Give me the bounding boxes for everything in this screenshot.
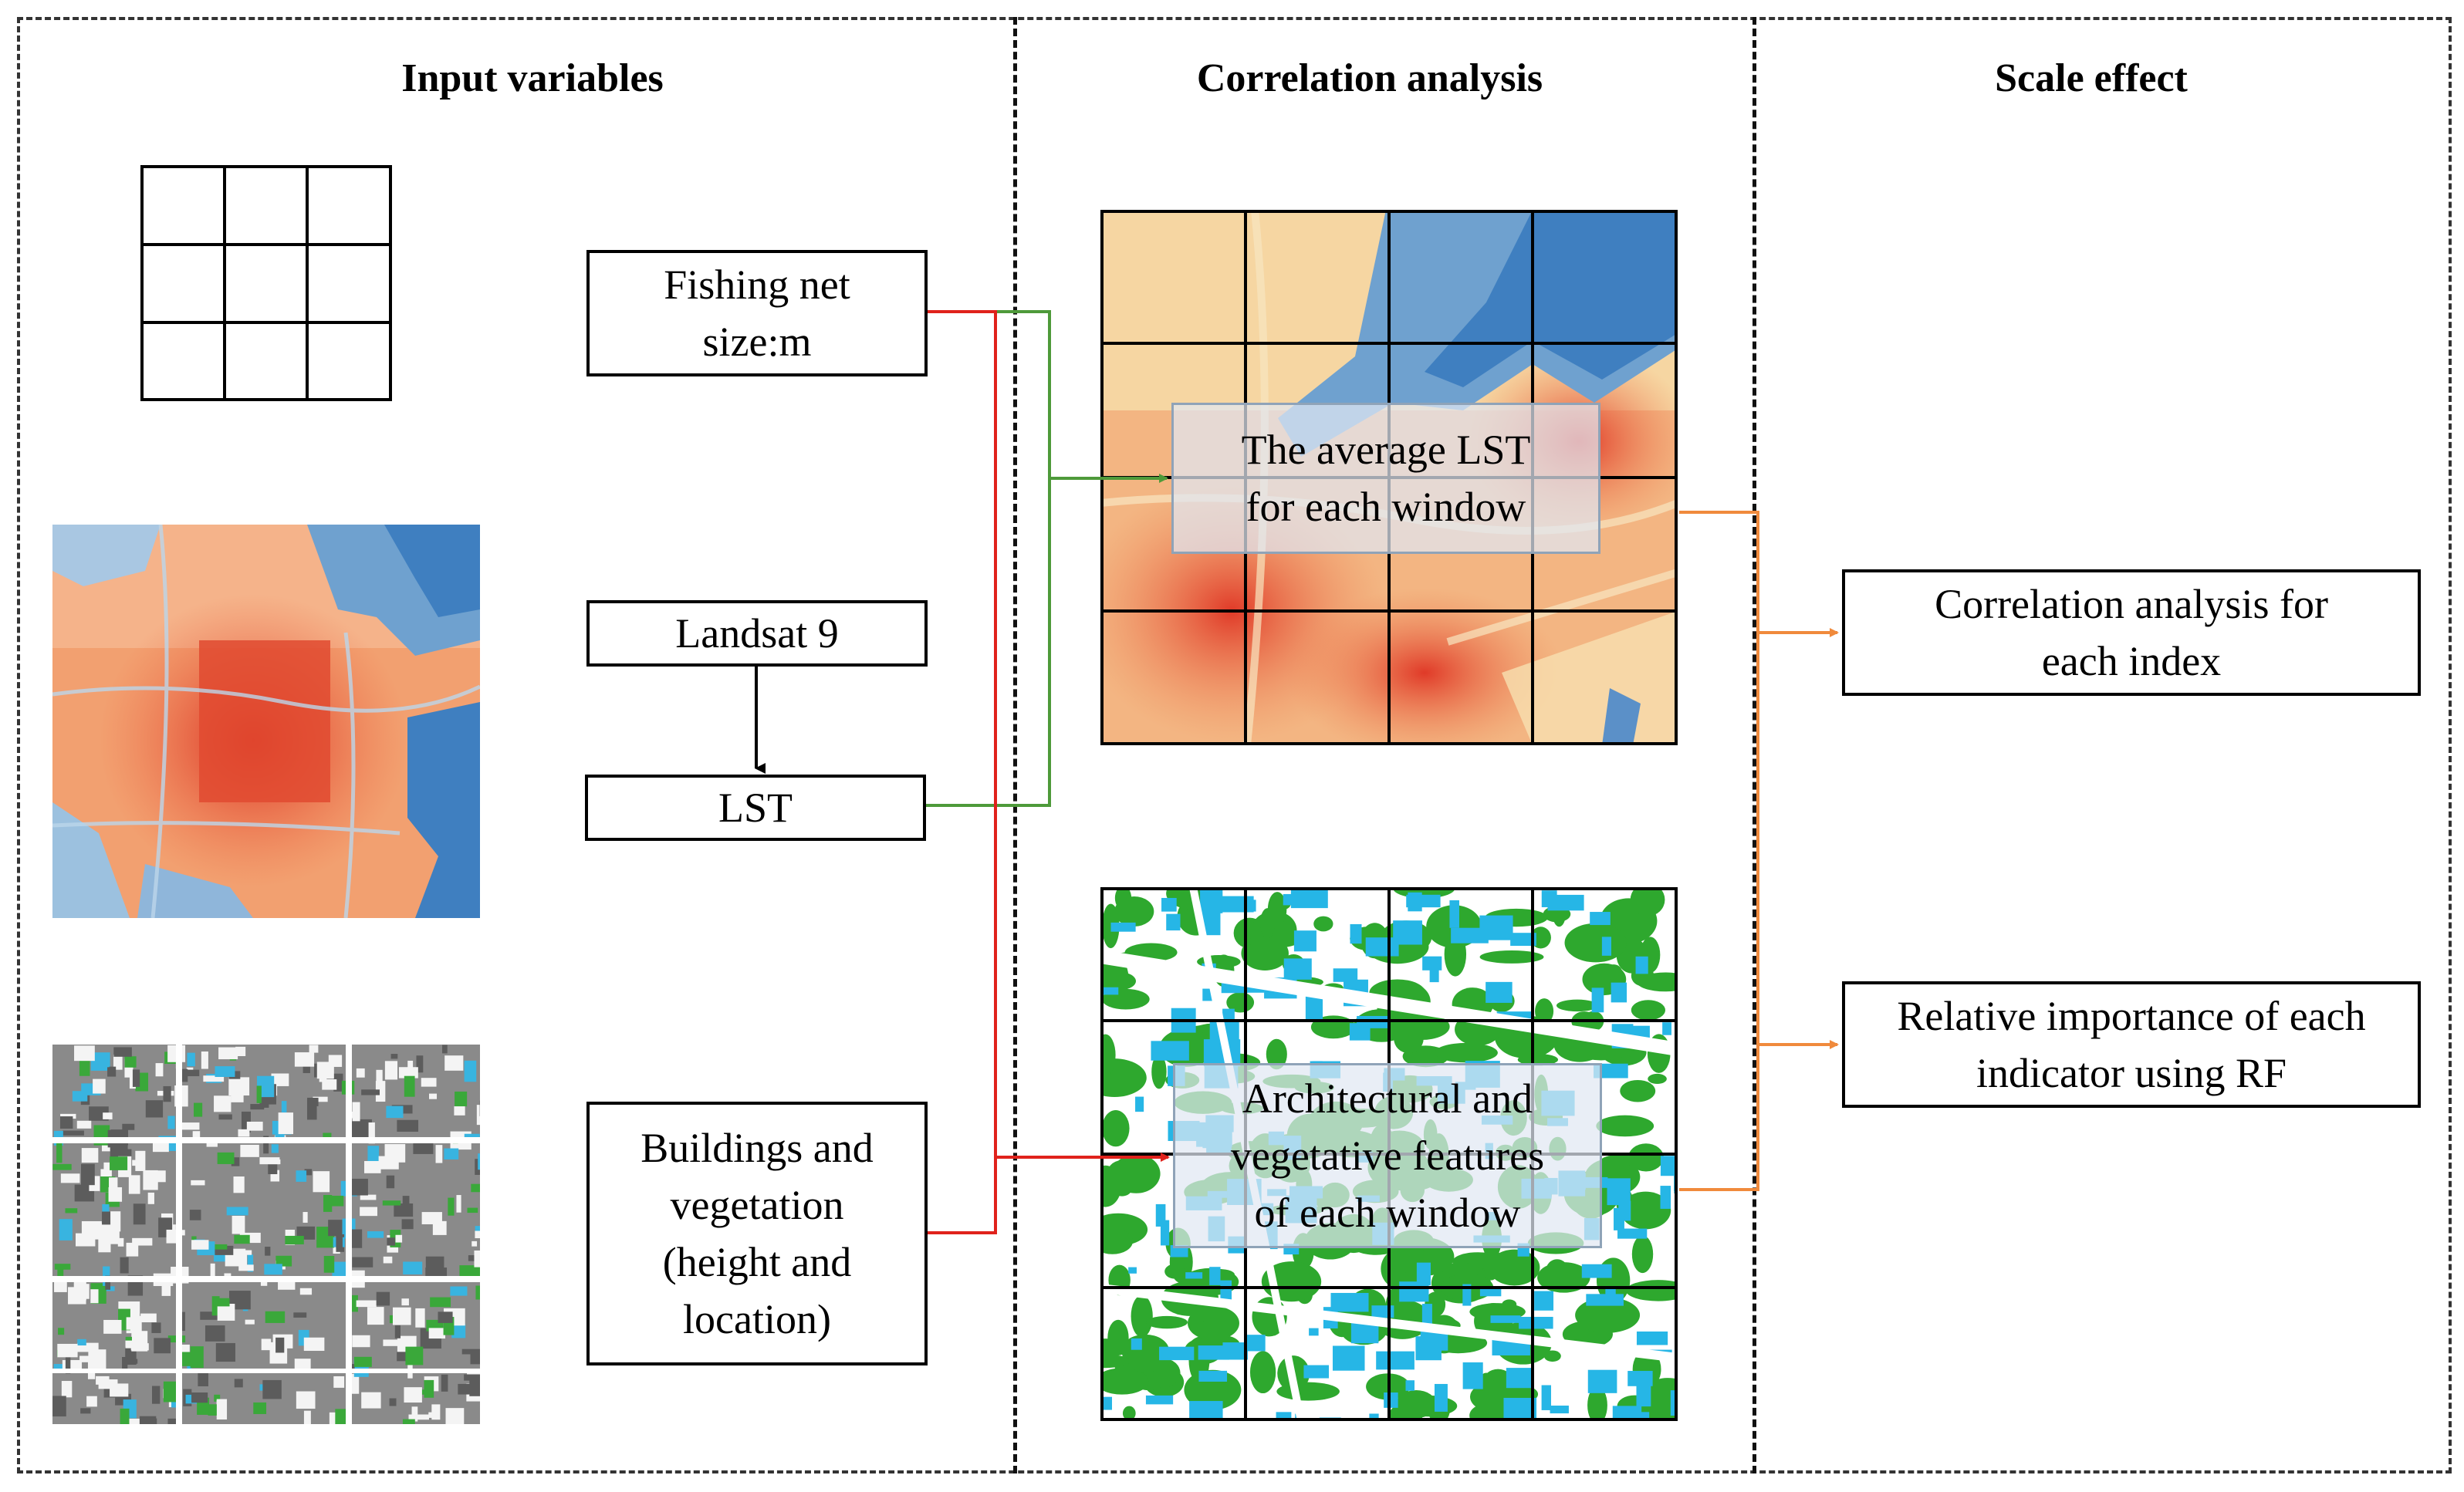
section-divider-1 xyxy=(1013,17,1017,1473)
relative-importance-rf-box: Relative importance of each indicator us… xyxy=(1842,981,2421,1108)
average-lst-window-label: The average LST for each window xyxy=(1171,403,1600,554)
outer-frame xyxy=(17,17,2452,1473)
fishing-net-size-box: Fishing net size:m xyxy=(586,250,928,376)
input-variables-heading: Input variables xyxy=(401,56,664,100)
building-vegetation-map xyxy=(52,1045,480,1424)
correlation-analysis-heading: Correlation analysis xyxy=(1196,56,1543,100)
lst-heat-map xyxy=(52,525,480,918)
orange-connector xyxy=(1679,511,1759,1191)
green-connector xyxy=(926,310,1051,807)
fishing-net-grid-icon xyxy=(140,165,392,401)
lst-box: LST xyxy=(585,775,926,841)
section-divider-2 xyxy=(1753,17,1756,1473)
architectural-vegetative-window-label: Architectural and vegetative features of… xyxy=(1173,1063,1602,1248)
landsat-9-box: Landsat 9 xyxy=(586,600,928,667)
red-connector xyxy=(928,310,997,1234)
scale-effect-heading: Scale effect xyxy=(1995,56,2188,100)
correlation-analysis-index-box: Correlation analysis for each index xyxy=(1842,569,2421,696)
buildings-vegetation-box: Buildings and vegetation (height and loc… xyxy=(586,1102,928,1365)
